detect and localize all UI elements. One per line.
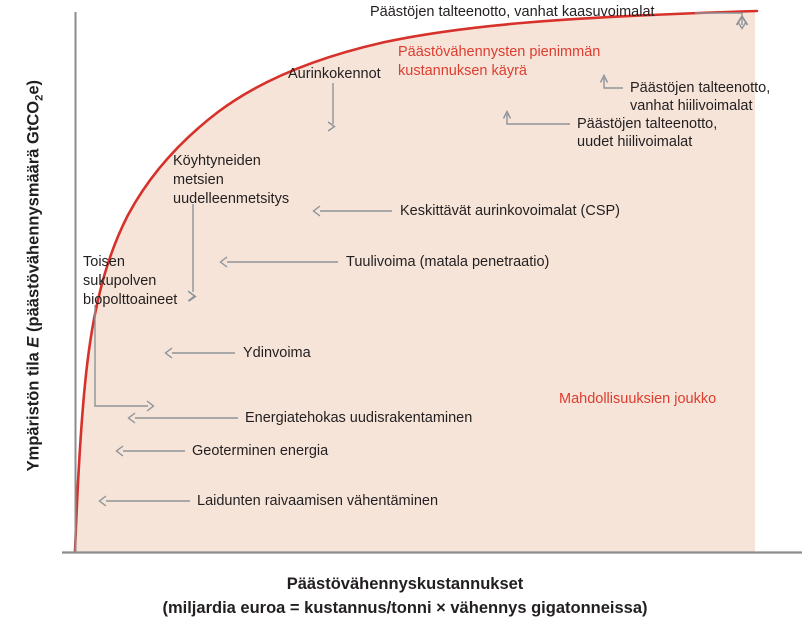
- annotation-csp: Keskittävät aurinkovoimalat (CSP): [400, 203, 620, 219]
- y-axis-label-italic: E: [24, 336, 43, 348]
- leader-old-coal-head: [599, 73, 609, 83]
- annotation-biofuels-line1: Toisen: [83, 254, 125, 270]
- annotation-efficient-build: Energiatehokas uudisrakentaminen: [245, 410, 473, 426]
- x-axis-label-line1: Päästövähennyskustannukset: [286, 575, 524, 593]
- x-axis-label-line2: (miljardia euroa = kustannus/tonni × väh…: [0, 597, 810, 620]
- leader-solar-pv-head: [327, 121, 336, 132]
- y-axis-label-post-b: e): [24, 79, 43, 95]
- annotation-solar-pv: Aurinkokennot: [288, 66, 381, 82]
- leader-biofuels-head: [146, 400, 155, 412]
- annotation-reforestation-line3: uudelleenmetsitys: [173, 191, 290, 207]
- leader-old-coal: [603, 78, 623, 89]
- annotation-wind: Tuulivoima (matala penetraatio): [346, 254, 550, 270]
- annotation-new-coal-line1: Päästöjen talteenotto,: [577, 116, 718, 132]
- curve-label-line2: kustannuksen käyrä: [398, 63, 527, 79]
- annotation-reforestation-line1: Köyhtyneiden: [173, 153, 261, 169]
- leader-new-coal-head: [502, 109, 512, 119]
- annotation-nuclear: Ydinvoima: [243, 345, 311, 361]
- leader-csp-head: [312, 205, 321, 217]
- annotation-old-coal-line1: Päästöjen talteenotto,: [630, 80, 771, 96]
- y-axis-label-pre: Ympäristön tila: [24, 347, 43, 472]
- multiplication-icon: ×: [436, 599, 446, 617]
- annotation-new-coal-line2: uudet hiilivoimalat: [577, 134, 693, 150]
- leader-new-coal: [506, 114, 570, 125]
- mac-curve-line: [73, 9, 759, 554]
- leader-gas-capture-head: [737, 21, 747, 30]
- annotation-gas-capture: Päästöjen talteenotto, vanhat kaasuvoima…: [370, 4, 655, 20]
- annotation-geothermal: Geoterminen energia: [192, 443, 329, 459]
- y-axis-label-post-a: (päästövähennysmäärä GtCO: [24, 100, 43, 337]
- curve-label-line1: Päästövähennysten pienimmän: [398, 44, 601, 60]
- annotation-biofuels-line3: biopolttoaineet: [83, 292, 178, 308]
- leader-gas-capture: [695, 12, 749, 26]
- leader-geothermal-head: [115, 445, 124, 457]
- x-axis-label-line2-a: (miljardia euroa = kustannus/tonni: [162, 599, 437, 617]
- annotation-old-coal-line2: vanhat hiilivoimalat: [630, 98, 753, 114]
- leader-grazing-head: [98, 495, 107, 507]
- leader-wind-head: [219, 256, 228, 268]
- leader-biofuels-elbow: [94, 305, 148, 407]
- leader-efficient-build-head: [127, 412, 136, 424]
- annotation-grazing: Laidunten raivaamisen vähentäminen: [197, 493, 439, 509]
- annotation-reforestation-line2: metsien: [173, 172, 224, 188]
- opportunity-set-label: Mahdollisuuksien joukko: [559, 391, 717, 407]
- x-axis-label-line2-b: vähennys gigatonneissa): [445, 599, 648, 617]
- leader-biofuels-head-top: [188, 291, 197, 302]
- annotation-biofuels-line2: sukupolven: [83, 273, 157, 289]
- y-axis-label: Ympäristön tila E (päästövähennysmäärä G…: [24, 0, 45, 556]
- opportunity-set-area: [75, 12, 755, 552]
- leader-nuclear-head: [164, 347, 173, 359]
- y-axis-label-sub: 2: [33, 94, 46, 101]
